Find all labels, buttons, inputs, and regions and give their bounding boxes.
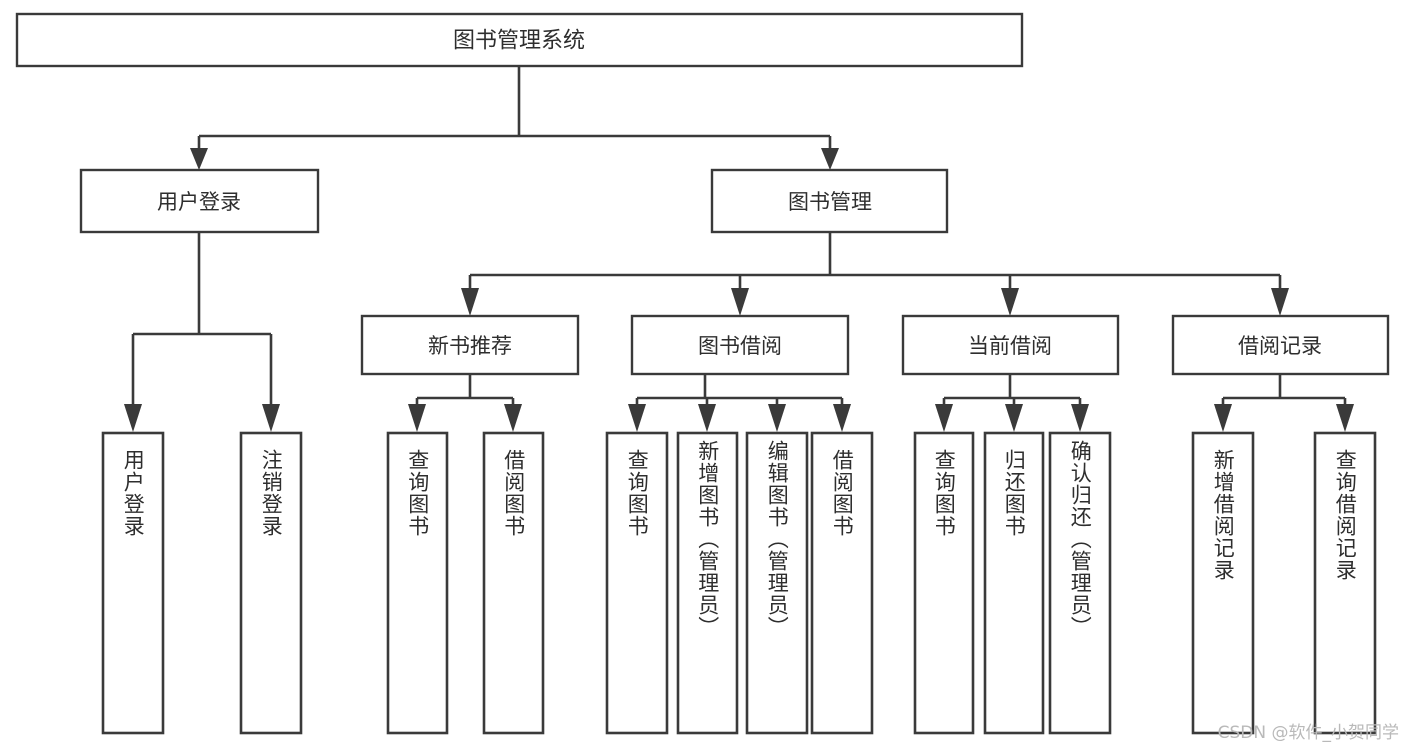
- leaf-book-borrow-1[interactable]: [676, 431, 739, 735]
- node-new-book-recommend[interactable]: [360, 314, 580, 376]
- node-borrow-record[interactable]: [1171, 314, 1390, 376]
- node-root-system-label: 图书管理系统: [453, 29, 585, 54]
- node-current-borrow-label: 当前借阅: [968, 334, 1052, 358]
- node-borrow-record-label: 借阅记录: [1238, 334, 1322, 358]
- connector-bookmgmt-to-level2: [461, 232, 1289, 316]
- leaf-book-borrow-3[interactable]: [810, 431, 874, 735]
- leaf-borrow-record-0[interactable]: [1191, 431, 1255, 735]
- connector-bookborrow-to-leaves: [628, 374, 851, 432]
- connector-currentborrow-to-leaves: [935, 374, 1089, 432]
- leaf-user-login-1[interactable]: [239, 431, 303, 735]
- connector-userlogin-to-leaves: [124, 232, 280, 432]
- node-book-borrow-label: 图书借阅: [698, 334, 782, 358]
- connector-root-to-level1: [197, 66, 832, 156]
- node-root-system[interactable]: [15, 12, 1024, 68]
- leaf-book-borrow-0[interactable]: [605, 431, 669, 735]
- leaf-current-borrow-2[interactable]: [1048, 431, 1112, 735]
- leaf-current-borrow-1[interactable]: [983, 431, 1045, 735]
- leaf-borrow-record-1[interactable]: [1313, 431, 1377, 735]
- leaf-current-borrow-0[interactable]: [913, 431, 975, 735]
- node-user-login[interactable]: [79, 168, 320, 234]
- node-new-book-recommend-label: 新书推荐: [428, 334, 512, 358]
- leaf-new-book-1[interactable]: [482, 431, 545, 735]
- arrowheads-level1: [190, 148, 839, 170]
- node-book-management[interactable]: [710, 168, 949, 234]
- connector-newbook-to-leaves: [408, 374, 522, 432]
- node-user-login-label: 用户登录: [157, 190, 241, 214]
- leaf-new-book-0[interactable]: [386, 431, 449, 735]
- leaf-book-borrow-2[interactable]: [745, 431, 809, 735]
- node-book-management-label: 图书管理: [788, 190, 872, 214]
- connector-borrowrecord-to-leaves: [1214, 374, 1354, 432]
- leaf-user-login-0[interactable]: [101, 431, 165, 735]
- node-book-borrow[interactable]: [630, 314, 850, 376]
- node-current-borrow[interactable]: [901, 314, 1120, 376]
